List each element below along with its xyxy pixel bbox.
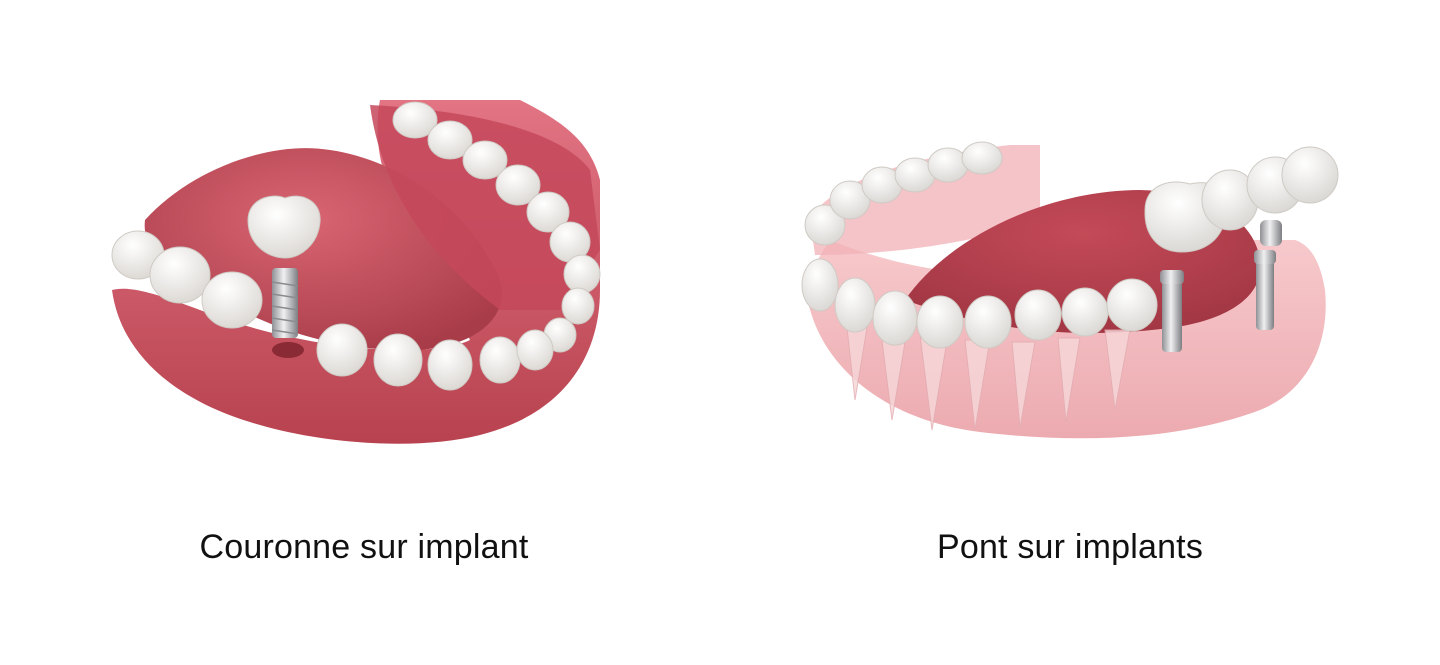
implant-screw <box>1254 250 1276 330</box>
caption-crown-on-implant: Couronne sur implant <box>199 528 529 566</box>
back-teeth <box>804 141 1003 246</box>
implant-crown <box>247 195 321 259</box>
implant-bridge-icon <box>801 141 1339 439</box>
implant-screw <box>271 268 299 338</box>
panel-crown-on-implant: Couronne sur implant <box>111 100 601 566</box>
implant-screws <box>1160 220 1282 352</box>
back-teeth <box>392 101 601 353</box>
caption-bridge-on-implants: Pont sur implants <box>936 528 1204 566</box>
single-implant-crown-icon <box>111 100 601 444</box>
implant-abutment <box>1260 220 1282 246</box>
front-teeth <box>111 230 554 391</box>
panel-bridge-on-implants: Pont sur implants <box>720 0 1440 665</box>
implant-screw <box>1160 270 1184 352</box>
front-teeth <box>801 258 1158 349</box>
implant-socket <box>272 342 304 358</box>
implant-bridge <box>1144 146 1339 253</box>
